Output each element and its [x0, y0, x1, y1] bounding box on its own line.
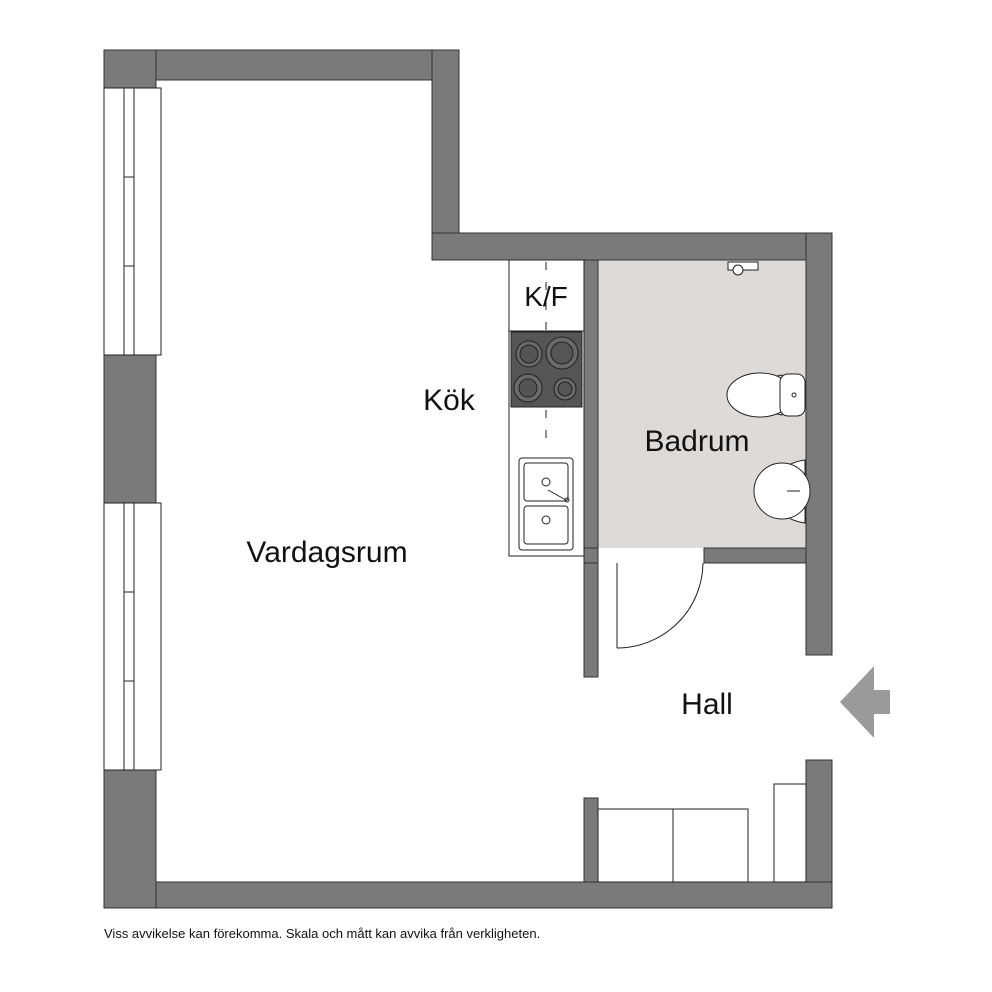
shower-valve-icon: [727, 261, 759, 276]
walls: [103, 49, 833, 909]
interior-walls: [583, 259, 807, 883]
window-lower: [103, 502, 162, 771]
stove-icon: [510, 331, 583, 408]
toilet-icon: [726, 372, 806, 418]
bathroom-door: [616, 562, 704, 649]
washbasin-icon: [753, 459, 811, 524]
kitchen-counter: [508, 259, 585, 557]
entrance-arrow-icon: [840, 666, 890, 738]
room-label-fridge-freezer: K/F: [524, 281, 568, 312]
room-label-kitchen: Kök: [423, 384, 476, 417]
disclaimer-text: Viss avvikelse kan förekomma. Skala och …: [104, 926, 541, 941]
window-upper: [103, 87, 162, 356]
kitchen-sink-icon: [518, 457, 574, 551]
hall-wardrobe: [597, 783, 807, 883]
room-label-hall: Hall: [681, 688, 733, 721]
room-label-bathroom: Badrum: [644, 425, 749, 458]
room-label-living-room: Vardagsrum: [246, 536, 407, 569]
